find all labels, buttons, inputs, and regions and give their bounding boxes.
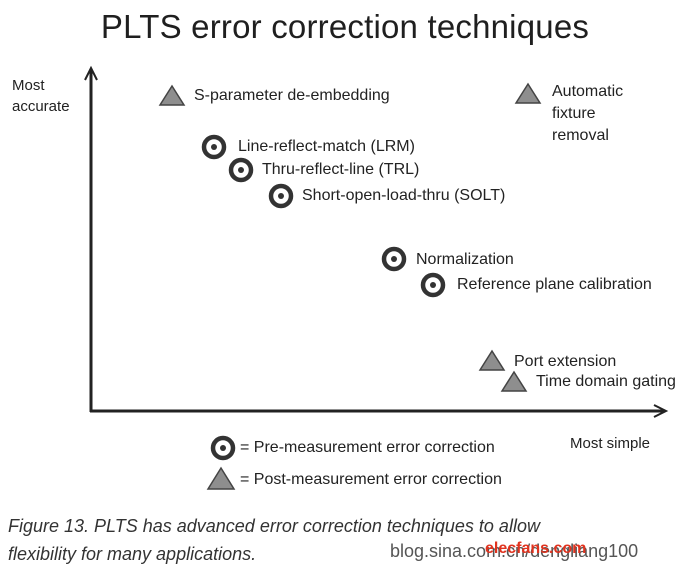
legend-pre-icon — [210, 435, 236, 461]
label-time-domain-gating: Time domain gating — [536, 373, 676, 390]
caption-line-2: flexibility for many applications. — [8, 544, 257, 564]
legend-pre-label: = Pre-measurement error correction — [240, 439, 495, 456]
marker-post-s-parameter — [158, 84, 186, 106]
marker-post-time-domain — [500, 370, 528, 392]
page-title: PLTS error correction techniques — [100, 8, 590, 45]
y-axis-label: Most accurate — [12, 77, 70, 115]
watermark-url: blog.sina.com.cn/dengliang100 — [390, 541, 639, 561]
legend-post-label: = Post-measurement error correction — [240, 471, 502, 488]
marker-pre-reference-plane — [420, 272, 446, 298]
caption-line-1: Figure 13. PLTS has advanced error corre… — [8, 516, 540, 536]
label-thru-reflect-line: Thru-reflect-line (TRL) — [262, 161, 420, 178]
y-axis-arrowhead — [84, 65, 98, 81]
label-reference-plane-calibration: Reference plane calibration — [457, 276, 652, 293]
label-normalization: Normalization — [416, 251, 514, 268]
axes — [84, 65, 669, 418]
x-axis-arrowhead — [653, 404, 669, 418]
marker-pre-lrm — [201, 134, 227, 160]
marker-post-port-extension — [478, 349, 506, 371]
label-automatic-fixture-removal: Automatic fixture removal — [552, 83, 624, 144]
marker-pre-solt — [268, 183, 294, 209]
label-line-reflect-match: Line-reflect-match (LRM) — [238, 138, 415, 155]
watermark-brand: elecfans.com — [485, 540, 587, 557]
label-s-parameter-de-embedding: S-parameter de-embedding — [194, 87, 390, 104]
marker-pre-trl — [228, 157, 254, 183]
label-port-extension: Port extension — [514, 353, 617, 370]
label-short-open-load-thru: Short-open-load-thru (SOLT) — [302, 187, 506, 204]
legend-post-icon — [206, 466, 236, 490]
figure-caption: Figure 13. PLTS has advanced error corre… — [8, 512, 648, 568]
marker-pre-normalization — [381, 246, 407, 272]
marker-post-automatic-fixture — [514, 82, 542, 104]
x-axis-label: Most simple — [570, 435, 651, 452]
